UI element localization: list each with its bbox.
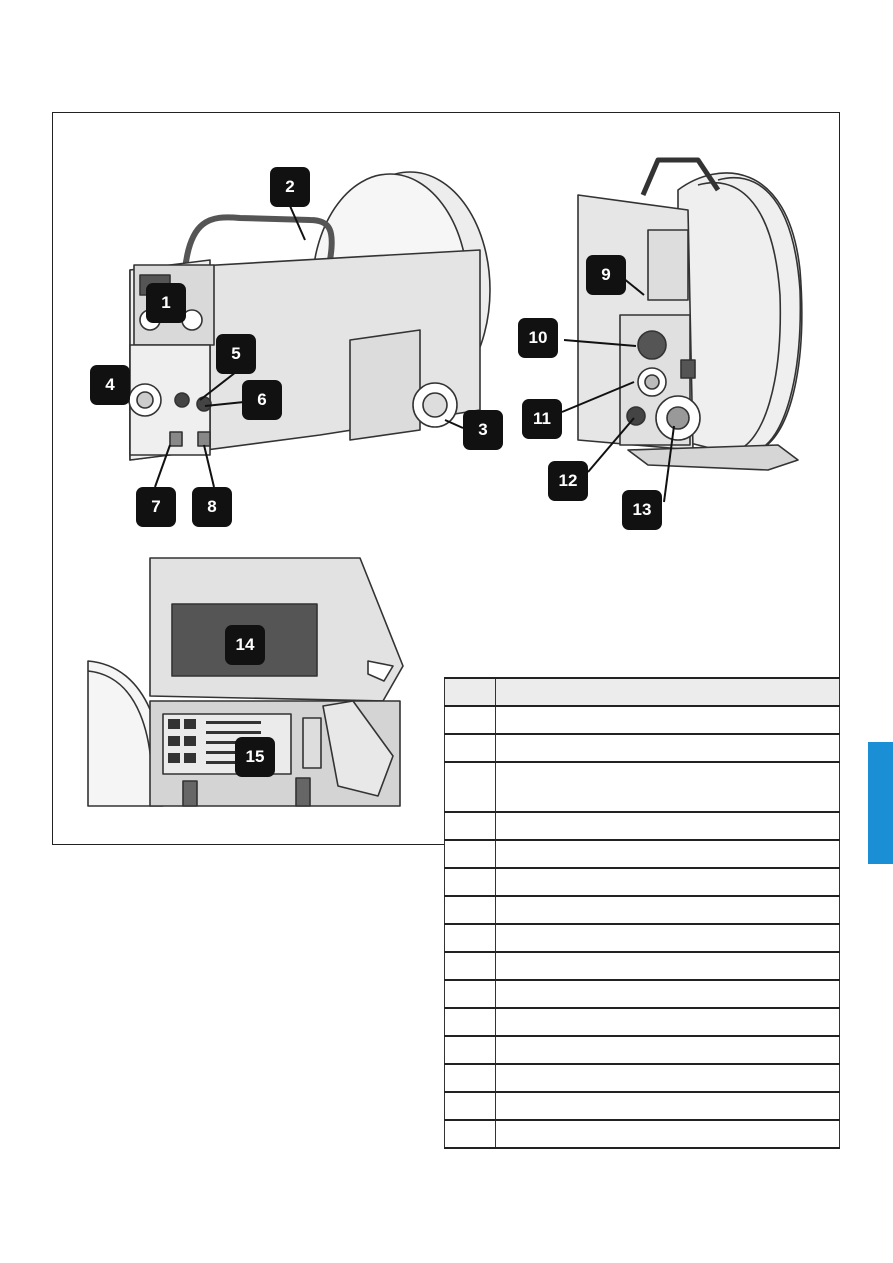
callout-label: 15	[245, 747, 265, 766]
table-row	[444, 733, 840, 763]
callout-4: 4	[90, 365, 130, 405]
table-row	[444, 923, 840, 953]
callout-11: 11	[522, 399, 562, 439]
num-cell	[444, 1119, 496, 1149]
callout-2: 2	[270, 167, 310, 207]
desc-cell	[495, 867, 840, 897]
num-cell	[444, 951, 496, 981]
callout-label: 10	[528, 328, 548, 347]
callout-12: 12	[548, 461, 588, 501]
num-cell	[444, 979, 496, 1009]
callout-6: 6	[242, 380, 282, 420]
desc-cell	[495, 1091, 840, 1121]
table-row	[444, 1035, 840, 1065]
num-cell	[444, 1063, 496, 1093]
desc-cell	[495, 979, 840, 1009]
desc-cell	[495, 1119, 840, 1149]
desc-cell	[495, 733, 840, 763]
callout-label: 1	[161, 293, 171, 312]
internal-view-illustration	[87, 557, 404, 807]
desc-cell	[495, 705, 840, 735]
desc-cell	[495, 895, 840, 925]
table-row	[444, 1091, 840, 1121]
num-cell	[444, 705, 496, 735]
desc-cell	[495, 1063, 840, 1093]
num-cell	[444, 733, 496, 763]
callout-label: 14	[235, 635, 255, 654]
callout-label: 13	[632, 500, 652, 519]
num-cell	[444, 1035, 496, 1065]
desc-cell	[495, 839, 840, 869]
callout-label: 4	[105, 375, 115, 394]
callout-10: 10	[518, 318, 558, 358]
desc-cell	[495, 811, 840, 841]
callout-label: 6	[257, 390, 267, 409]
desc-cell	[495, 1035, 840, 1065]
callout-label: 9	[601, 265, 611, 284]
desc-cell	[495, 951, 840, 981]
table-row	[444, 979, 840, 1009]
callout-3: 3	[463, 410, 503, 450]
table-row	[444, 867, 840, 897]
num-cell	[444, 1091, 496, 1121]
table-row	[444, 1007, 840, 1037]
num-cell	[444, 811, 496, 841]
callout-label: 3	[478, 420, 488, 439]
callout-15: 15	[235, 737, 275, 777]
callout-label: 12	[558, 471, 578, 490]
parts-legend-table	[444, 677, 840, 1149]
table-row	[444, 705, 840, 735]
table-row	[444, 811, 840, 841]
table-header-row	[444, 677, 840, 707]
callout-label: 5	[231, 344, 241, 363]
table-row	[444, 839, 840, 869]
callout-label: 8	[207, 497, 217, 516]
callout-1: 1	[146, 283, 186, 323]
num-cell	[444, 895, 496, 925]
num-cell	[444, 1007, 496, 1037]
header-num-cell	[444, 677, 496, 707]
desc-cell	[495, 761, 840, 813]
callout-label: 2	[285, 177, 295, 196]
num-cell	[444, 923, 496, 953]
desc-cell	[495, 923, 840, 953]
callout-8: 8	[192, 487, 232, 527]
table-row	[444, 1063, 840, 1093]
num-cell	[444, 839, 496, 869]
table-row	[444, 1119, 840, 1149]
num-cell	[444, 761, 496, 813]
table-row	[444, 761, 840, 813]
callout-9: 9	[586, 255, 626, 295]
callout-label: 11	[533, 409, 551, 428]
chapter-side-tab	[868, 742, 893, 864]
num-cell	[444, 867, 496, 897]
callout-5: 5	[216, 334, 256, 374]
callout-7: 7	[136, 487, 176, 527]
desc-cell	[495, 1007, 840, 1037]
callout-14: 14	[225, 625, 265, 665]
callout-13: 13	[622, 490, 662, 530]
callout-label: 7	[151, 497, 161, 516]
header-desc-cell	[495, 677, 840, 707]
table-row	[444, 895, 840, 925]
table-row	[444, 951, 840, 981]
